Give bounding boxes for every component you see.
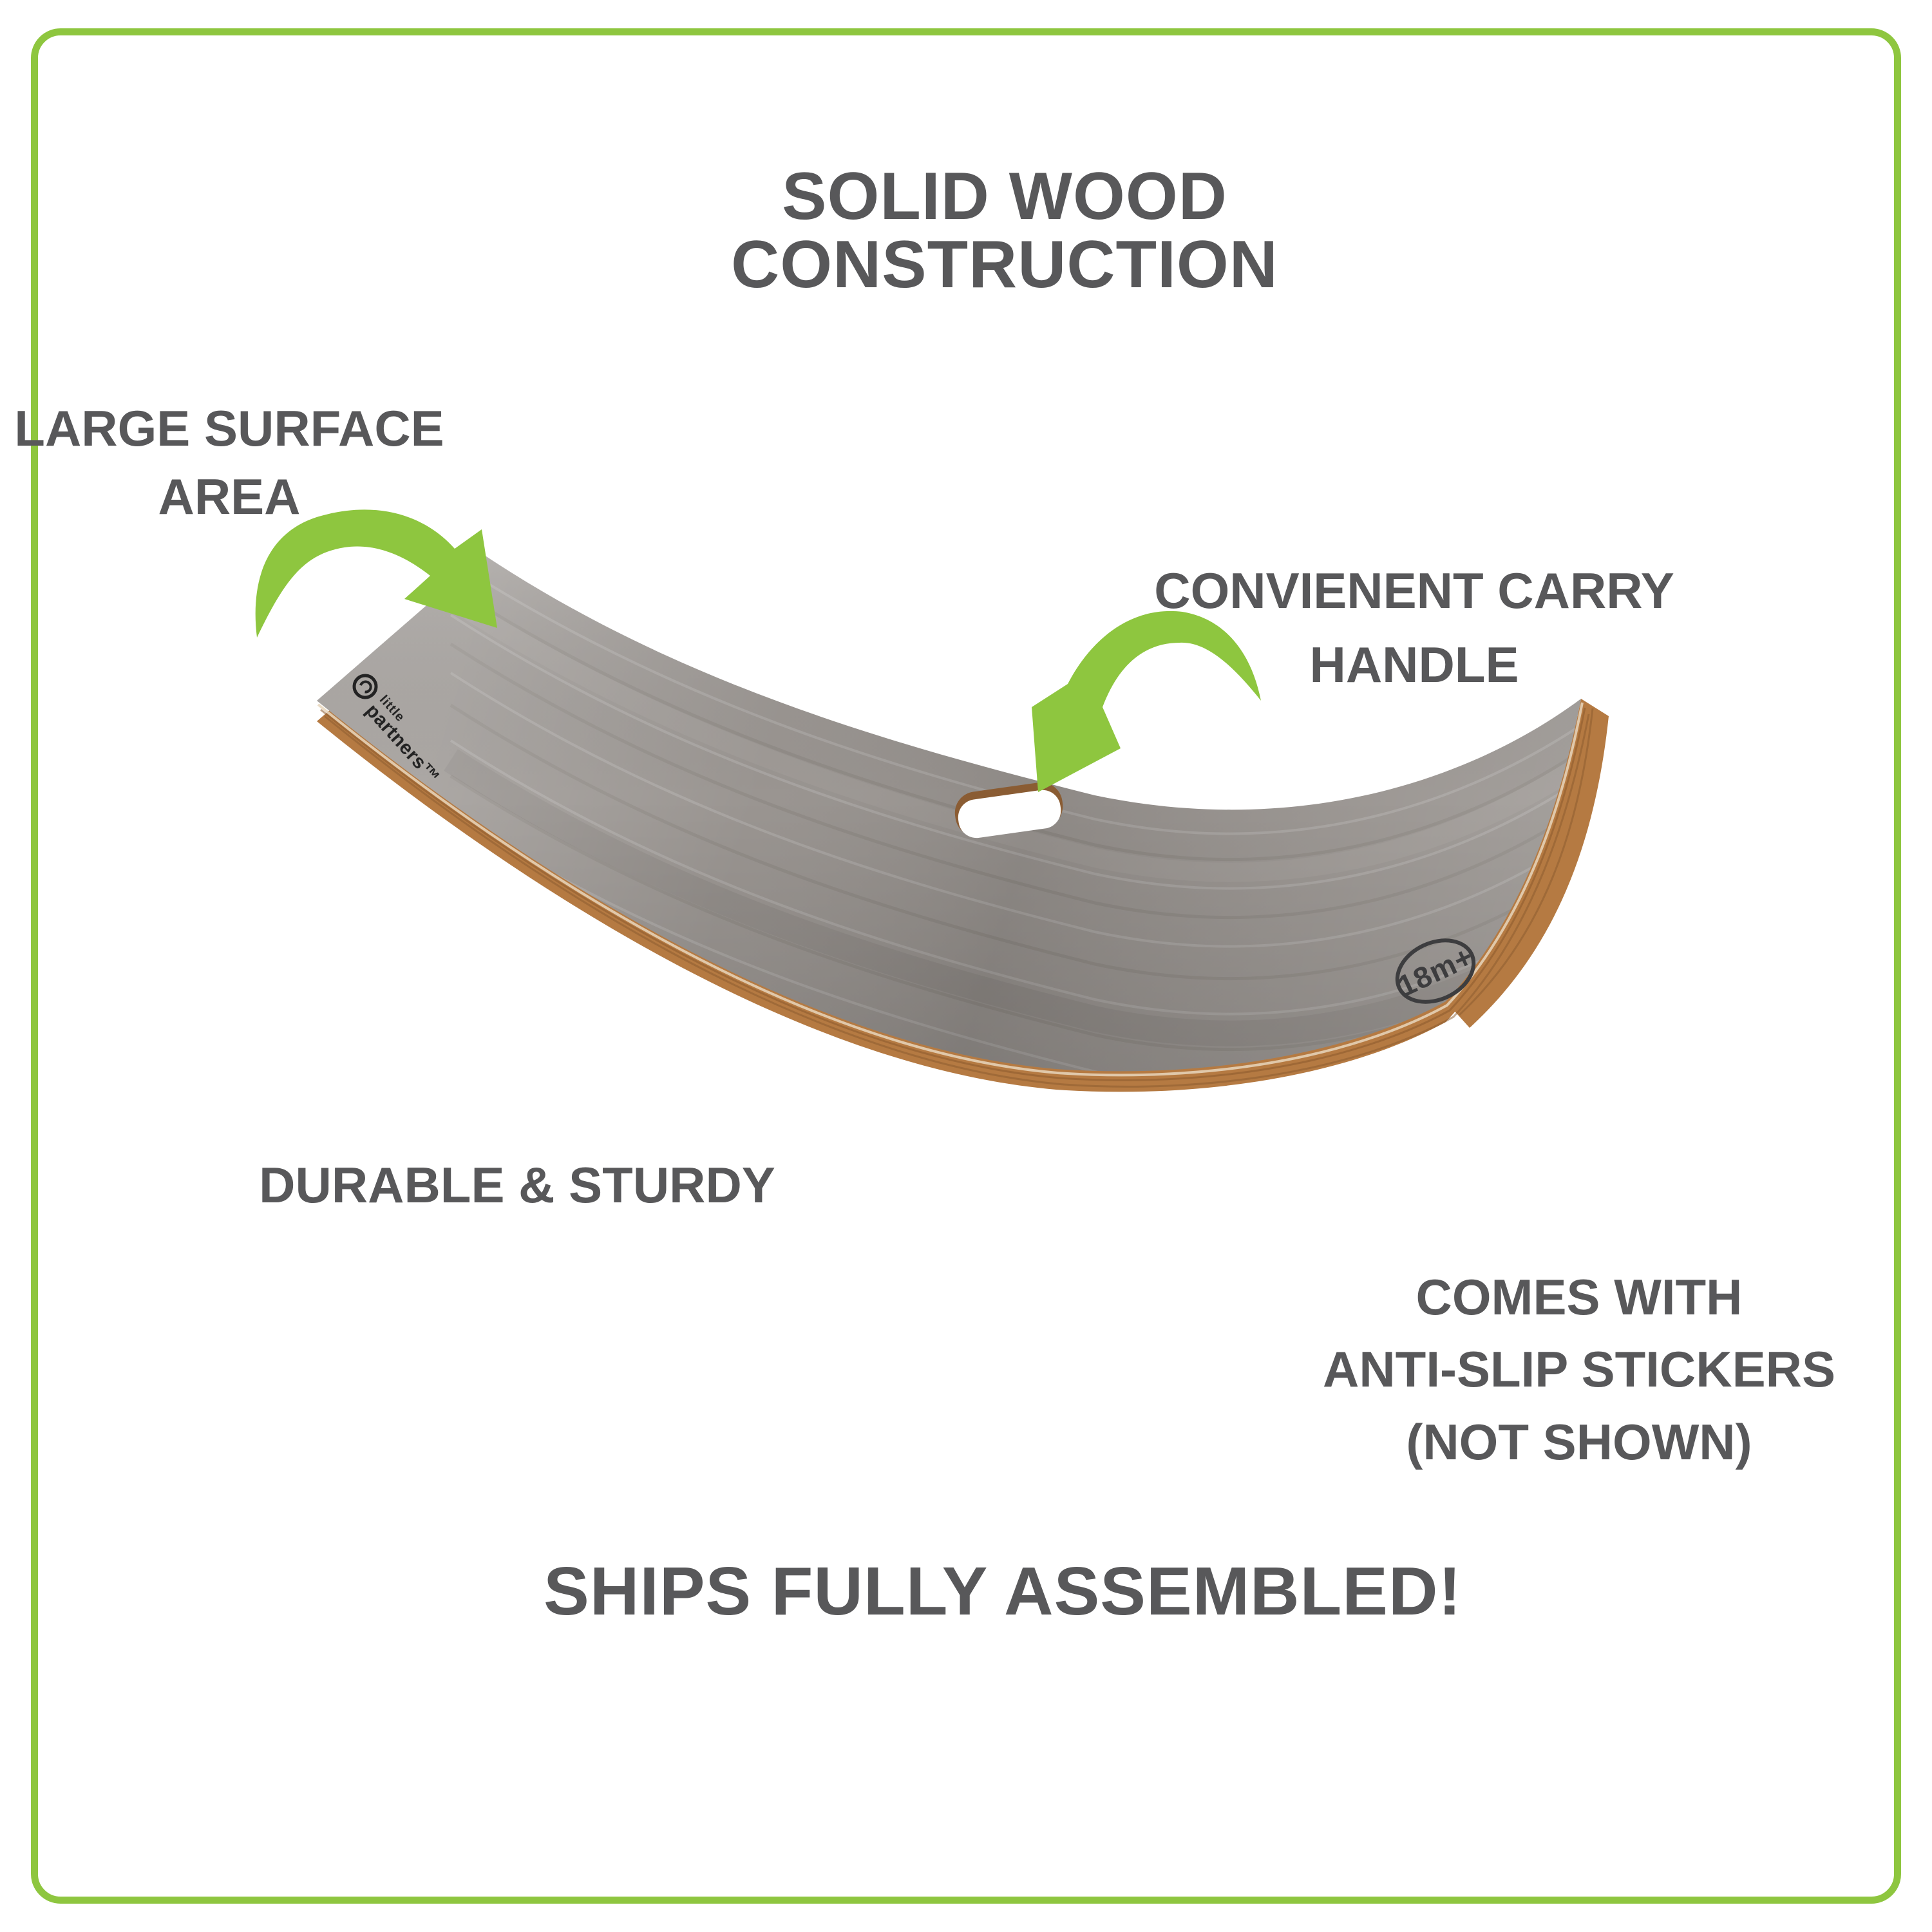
- callout-stickers: COMES WITH ANTI-SLIP STICKERS (NOT SHOWN…: [1323, 1261, 1835, 1478]
- board-wood-edge: [317, 576, 1609, 1092]
- callout-large-surface: LARGE SURFACE AREA: [14, 394, 444, 531]
- callout-durable-text: DURABLE & STURDY: [259, 1157, 775, 1213]
- callout-carry-handle: CONVIENENT CARRY HANDLE: [1154, 554, 1674, 701]
- callout-stickers-line-1: COMES WITH: [1416, 1269, 1743, 1325]
- title-line-1: SOLID WOOD: [782, 159, 1227, 234]
- ships-assembled-text: SHIPS FULLY ASSEMBLED!: [544, 1553, 1462, 1629]
- callout-large-surface-line-1: LARGE SURFACE: [14, 400, 444, 457]
- ships-assembled-banner: SHIPS FULLY ASSEMBLED!: [544, 1554, 1462, 1629]
- callout-large-surface-line-2: AREA: [158, 468, 301, 526]
- curved-arrow-right-icon: [1032, 611, 1261, 792]
- title-line-2: CONSTRUCTION: [731, 227, 1278, 303]
- callout-carry-handle-line-2: HANDLE: [1309, 636, 1519, 693]
- carry-handle-cutout: [954, 782, 1063, 838]
- callout-stickers-line-2: ANTI-SLIP STICKERS: [1323, 1341, 1835, 1398]
- green-border-frame: [31, 28, 1901, 1904]
- callout-stickers-line-3: (NOT SHOWN): [1406, 1413, 1752, 1470]
- callout-carry-handle-line-1: CONVIENENT CARRY: [1154, 562, 1674, 619]
- curved-arrow-left-icon: [255, 509, 497, 638]
- callout-durable: DURABLE & STURDY: [259, 1153, 775, 1218]
- page-title: SOLID WOOD CONSTRUCTION: [731, 162, 1278, 299]
